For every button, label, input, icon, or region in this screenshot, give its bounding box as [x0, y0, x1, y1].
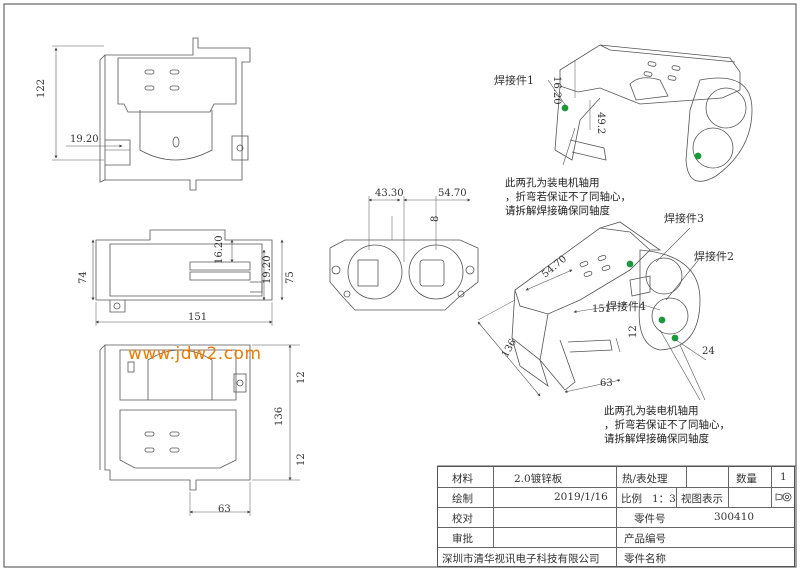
label-view-projection: 视图表示: [681, 493, 723, 505]
dim-151: 151: [188, 312, 208, 323]
value-quantity: 1: [780, 471, 787, 483]
sheet-border: [3, 3, 797, 568]
label-product-number: 产品编号: [624, 533, 666, 545]
dim-8: 8: [430, 215, 441, 222]
note-upper: 此两孔为装电机轴用 ，折弯若保证不了同轴心， 请拆解焊接确保同轴度: [505, 176, 631, 218]
note-lower-line-1: 此两孔为装电机轴用: [604, 405, 699, 417]
dim-136-bottom: 136: [274, 406, 285, 426]
dim-54-70: 54.70: [438, 188, 467, 199]
value-scale: 1：3: [652, 493, 676, 505]
front-view: [95, 229, 273, 313]
dim-74: 74: [78, 271, 89, 284]
label-check: 校对: [452, 513, 473, 525]
dim-43-30: 43.30: [375, 188, 404, 199]
label-material: 材料: [452, 473, 473, 485]
watermark-text: www.jdw2.com: [128, 344, 262, 364]
label-scale: 比例: [621, 493, 642, 505]
top-view: [99, 37, 251, 191]
label-heat-surface-treatment: 热/表处理: [622, 473, 668, 485]
dim-122: 122: [36, 78, 47, 98]
callout-weld-part-2: 焊接件2: [694, 250, 734, 263]
dim-151-iso: 151: [592, 304, 612, 315]
note-lower-line-2: ，折弯若保证不了同轴心，: [604, 419, 730, 431]
label-part-name: 零件名称: [624, 553, 666, 565]
note-lower: 此两孔为装电机轴用 ，折弯若保证不了同轴心， 请拆解焊接确保同轴度: [604, 404, 730, 446]
callout-weld-part-4: 焊接件4: [606, 300, 646, 313]
note-upper-line-2: ，折弯若保证不了同轴心，: [505, 191, 631, 203]
value-part-number: 300410: [714, 511, 755, 523]
note-upper-line-3: 请拆解焊接确保同轴度: [505, 205, 610, 217]
bottom-view: [99, 344, 251, 491]
dim-49-2: 49.2: [595, 112, 606, 135]
projection-symbol-icon: [775, 492, 792, 502]
dim-16-20-iso: 16.20: [551, 76, 562, 105]
label-drawn: 绘制: [452, 493, 473, 505]
label-approve: 审批: [452, 533, 473, 545]
dim-12-lower: 12: [296, 453, 307, 466]
dim-12-upper: 12: [296, 371, 307, 384]
isometric-view-1: [554, 44, 753, 182]
dim-12-iso: 12: [628, 325, 639, 338]
dim-63-iso: 63: [600, 378, 613, 389]
callout-weld-part-1: 焊接件1: [494, 74, 534, 87]
label-part-number: 零件号: [634, 513, 666, 525]
company-name: 深圳市清华视讯电子科技有限公司: [442, 553, 600, 565]
callout-weld-part-3: 焊接件3: [664, 212, 704, 225]
dim-75: 75: [285, 271, 296, 284]
dim-63-bottom: 63: [218, 504, 231, 515]
note-upper-line-1: 此两孔为装电机轴用: [505, 177, 600, 189]
value-date: 2019/1/16: [554, 491, 608, 503]
note-lower-line-3: 请拆解焊接确保同轴度: [604, 433, 709, 445]
dim-16-20-front: 16.20: [214, 235, 225, 264]
value-material: 2.0镀锌板: [514, 473, 563, 485]
dim-19-20-front: 19.20: [262, 255, 273, 284]
dim-19-20-top: 19.20: [70, 134, 99, 145]
title-block: 材料 2.0镀锌板 热/表处理 数量 1 绘制 2019/1/16 比例 1：3…: [437, 466, 795, 567]
label-quantity: 数量: [736, 473, 757, 485]
dim-24-iso: 24: [702, 346, 715, 357]
